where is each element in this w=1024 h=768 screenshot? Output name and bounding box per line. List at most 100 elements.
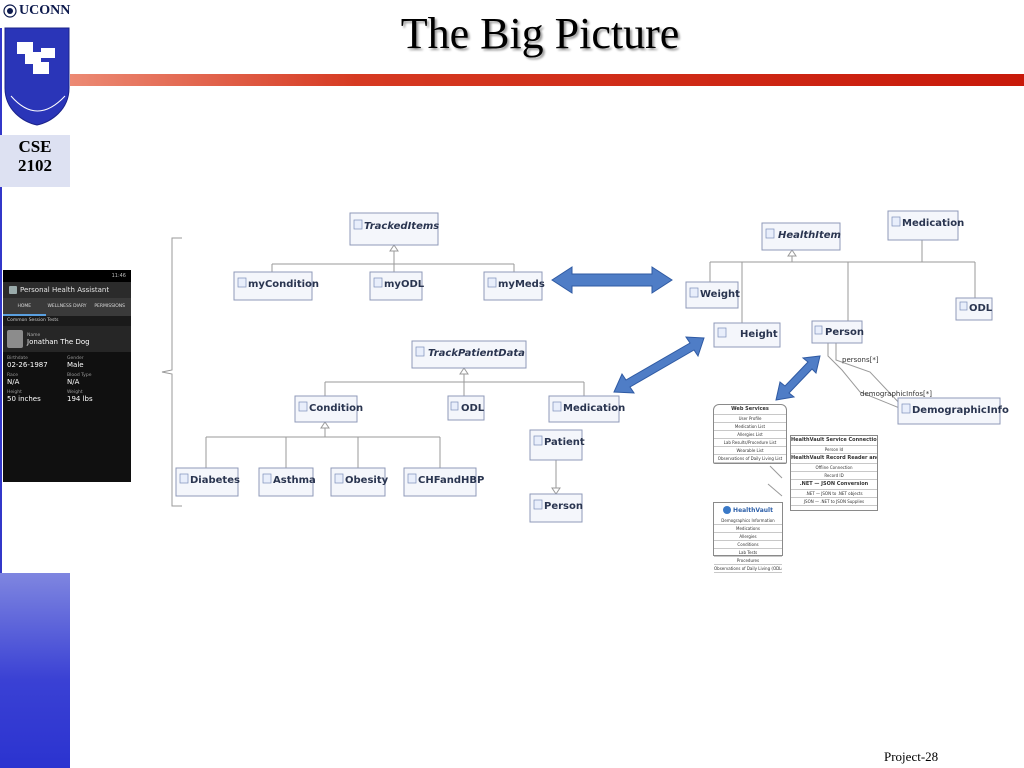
node-diabetes: Diabetes [175, 467, 240, 497]
node-label: TrackedItems [364, 221, 439, 232]
healthvault-row: Procedures [714, 557, 782, 565]
node-asthma: Asthma [258, 467, 316, 497]
node-label: Height [740, 329, 778, 340]
connectors-track-patient-data [324, 367, 585, 396]
node-obesity: Obesity [330, 467, 389, 497]
healthvault-row: Observations of Daily Living (ODLs) [714, 566, 782, 573]
phone-field-value: Male [67, 361, 84, 369]
double-arrow-person-services [775, 355, 821, 401]
node-label: Weight [700, 289, 740, 300]
left-sidebar: UCONN CSE 2102 [0, 0, 70, 768]
healthvault-connection-row: .NET — JSON to .NET objects [791, 490, 877, 498]
phone-field-value: N/A [67, 378, 80, 386]
department-logo-icon [4, 27, 70, 126]
phone-field-value: N/A [7, 378, 20, 386]
brand-text: UCONN [19, 3, 71, 18]
healthvault-logo: HealthVault [714, 503, 782, 517]
double-arrow-meds-health [551, 266, 673, 294]
web-services-row: Observations of Daily Living List [714, 455, 786, 463]
healthvault-row: Demographics Information [714, 517, 782, 525]
healthvault-connection-row: Offline Connection [791, 464, 877, 472]
node-label: Person [825, 327, 864, 338]
course-line-1: CSE [18, 137, 52, 156]
phone-field-label: Weight [67, 390, 83, 395]
phone-field-value: 194 lbs [67, 395, 93, 403]
healthvault-logo-icon [723, 506, 732, 514]
web-services-row: Allergies List [714, 431, 786, 439]
connectors-condition [205, 421, 441, 468]
node-my-meds: myMeds [483, 271, 545, 301]
healthvault-row: Medications [714, 525, 782, 533]
avatar [7, 330, 23, 348]
course-line-2: 2102 [18, 156, 52, 175]
node-person-bottom: Person [529, 493, 583, 523]
phone-tabs: HOME WELLNESS DIARY PERMISSIONS [3, 298, 131, 316]
node-condition: Condition [294, 395, 363, 423]
node-label: Obesity [345, 475, 389, 486]
node-label: Medication [902, 218, 964, 229]
node-medication-top: Medication [887, 210, 964, 241]
phone-field-value: 50 inches [7, 395, 41, 403]
course-code: CSE 2102 [0, 135, 70, 187]
label-persons: persons[*] [842, 356, 879, 364]
node-my-condition: myCondition [233, 271, 319, 301]
node-height: Height [713, 322, 781, 348]
phone-tab-wellness[interactable]: WELLNESS DIARY [47, 304, 87, 309]
node-my-odl: myODL [369, 271, 425, 301]
phone-subtitle: Common Session Tests [3, 316, 131, 326]
web-services-row: User Profile [714, 415, 786, 423]
phone-tab-home[interactable]: HOME [3, 298, 46, 316]
healthvault-box: HealthVault Demographics Information Med… [713, 502, 783, 573]
node-weight: Weight [685, 281, 740, 309]
healthvault-connection-row: HealthVault Record Reader and Access [791, 454, 877, 464]
healthvault-connection-title: HealthVault Service Connection [791, 436, 877, 446]
label-demographic: demographicInfos[*] [860, 390, 932, 398]
university-seal-icon [3, 4, 17, 18]
phone-app-title: Personal Health Assistant [20, 286, 110, 294]
web-services-title: Web Services [714, 405, 786, 415]
node-label: myCondition [248, 279, 319, 290]
node-label: DemographicInfo [912, 405, 1009, 416]
sidebar-gradient [0, 573, 70, 768]
connector-patient-person [551, 460, 561, 495]
node-track-patient-data: TrackPatientData [411, 340, 527, 369]
brand: UCONN [3, 3, 70, 19]
phone-name-label: Name [27, 332, 41, 338]
node-label: ODL [969, 303, 993, 314]
healthvault-connection-row: JSON — .NET to JSON Supplies [791, 498, 877, 506]
phone-field-label: Race [7, 373, 19, 378]
healthvault-row: Lab Tests [714, 549, 782, 557]
node-label: Medication [563, 403, 625, 414]
phone-field-value: 02-26-1987 [7, 361, 48, 369]
node-person-right: Person [811, 320, 864, 344]
node-label: HealthItem [778, 230, 841, 241]
node-patient: Patient [529, 429, 585, 461]
phone-patient-card: Name Jonathan The Dog [3, 326, 131, 352]
phone-screenshot: 11:46 Personal Health Assistant HOME WEL… [3, 270, 131, 482]
phone-field-label: Gender [67, 356, 84, 361]
web-services-row: Medication List [714, 423, 786, 431]
node-label: Patient [544, 437, 585, 448]
node-label: CHFandHBP [418, 475, 484, 486]
node-label: Condition [309, 403, 363, 414]
healthvault-row: Allergies [714, 533, 782, 541]
node-health-item: HealthItem [761, 222, 841, 251]
phone-tab-permissions[interactable]: PERMISSIONS [94, 304, 126, 309]
connector-person-demographic [827, 340, 903, 410]
connectors-tracked-items [271, 244, 515, 272]
node-odl-mid: ODL [447, 395, 485, 421]
healthvault-connection-box: HealthVault Service Connection Person Id… [790, 435, 878, 511]
node-label: myMeds [498, 279, 545, 290]
healthvault-connection-row: .NET — JSON Conversion [791, 480, 877, 490]
web-services-box: Web Services User Profile Medication Lis… [713, 404, 787, 464]
node-label: Diabetes [190, 475, 240, 486]
node-label: Person [544, 501, 583, 512]
healthvault-connection-row: Person Id [791, 446, 877, 454]
header-bar [70, 74, 1024, 86]
phone-status-bar: 11:46 [3, 270, 131, 282]
page-number: Project-28 [884, 749, 939, 764]
node-label: TrackPatientData [428, 348, 525, 359]
